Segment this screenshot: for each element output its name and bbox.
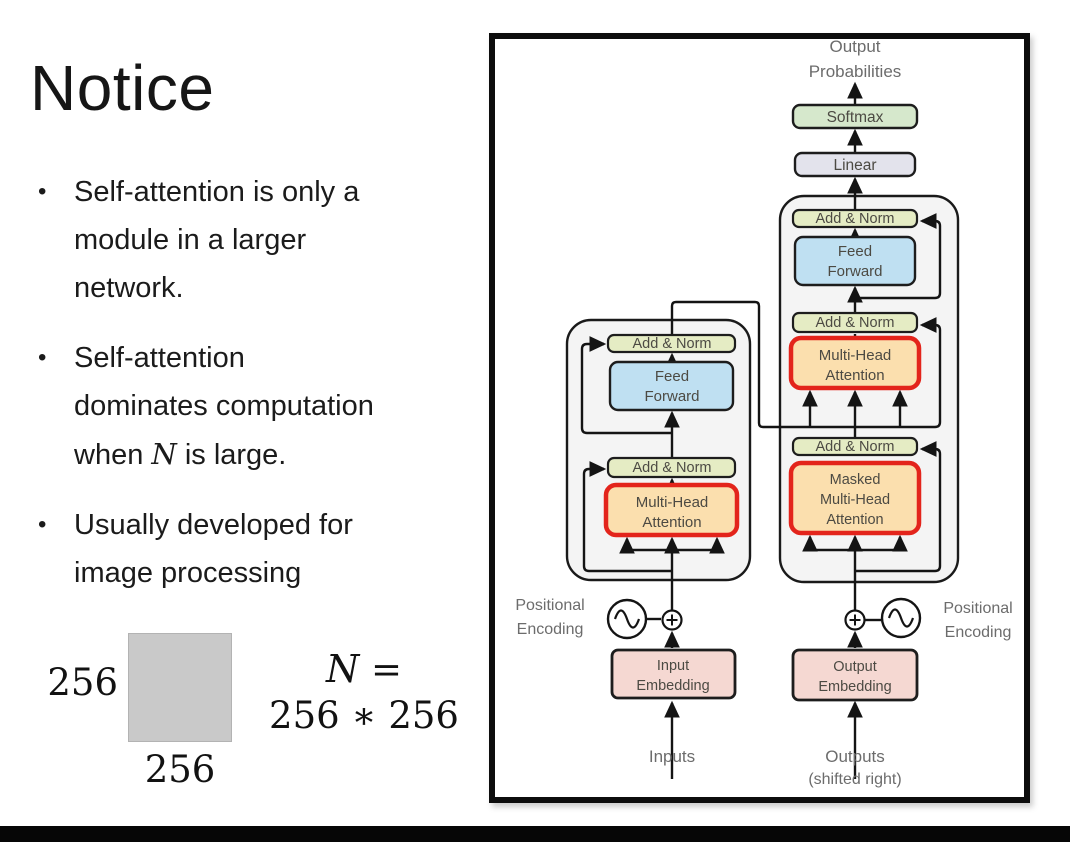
formula-line-1: N = (252, 646, 476, 693)
enc-residual-ff (580, 336, 672, 435)
dec-residual-cross (919, 317, 942, 429)
enc-addnorm-bottom-label: Add & Norm (633, 460, 712, 476)
bullet-text-1: Self-attention is only a module in a lar… (74, 168, 476, 312)
dec-addnorm-top-box (791, 208, 919, 229)
masked-attention-box (788, 460, 922, 536)
dec-positional-label-1: Positional (943, 600, 1012, 617)
enc-addnorm-bottom-box (606, 456, 737, 479)
dec-plus-icon (844, 609, 866, 631)
linear-box (793, 151, 917, 178)
flow-encoder-to-decoder (670, 300, 935, 429)
enc-feedforward-label-2: Forward (644, 388, 699, 405)
dec-residual-ff (855, 213, 942, 300)
dec-addnorm-bottom-box (791, 436, 919, 457)
dec-addnorm-mid-box (791, 311, 919, 334)
bullet-dot: • (38, 511, 47, 538)
enc-attention-box (603, 482, 740, 538)
bullet-2-line-1: Self-attention (74, 342, 245, 374)
bullet-2-line-2: dominates computation (74, 390, 374, 422)
softmax-label: Softmax (827, 109, 884, 126)
enc-positional-label-2: Encoding (517, 621, 584, 638)
output-embedding-label-2: Embedding (818, 679, 891, 695)
dec-feedforward-box (793, 235, 917, 287)
dec-feedforward-label-2: Forward (827, 263, 882, 280)
output-embedding-label-1: Output (833, 659, 877, 675)
output-probabilities-label-2: Probabilities (809, 62, 902, 81)
linear-label: Linear (833, 157, 876, 174)
bullet-2-line-3: when N is large. (74, 430, 476, 479)
formula-equals: = (359, 648, 402, 691)
input-embedding-label-1: Input (657, 658, 689, 674)
enc-sine-icon (606, 598, 648, 640)
dec-residual-masked (855, 441, 942, 573)
math-var-n: N (151, 437, 177, 471)
dec-positional-label-2: Encoding (945, 624, 1012, 641)
bullet-2-line-3-post: is large. (176, 439, 287, 471)
outputs-label-1: Outputs (825, 747, 885, 766)
bullet-item-3: • Usually developed for image processing (28, 501, 476, 597)
bullet-text-2: Self-attention dominates computation whe… (74, 334, 476, 479)
slide-title: Notice (30, 52, 215, 124)
enc-plus-icon (661, 609, 683, 631)
formula-rhs: 256 ∗ 256 (269, 694, 459, 737)
formula-var: N (325, 647, 360, 691)
bullet-item-2: • Self-attention dominates computation w… (28, 334, 476, 479)
bullet-1-line-2: module in a larger (74, 224, 307, 256)
n-formula: N = 256 ∗ 256 (252, 646, 476, 739)
cross-attention-label-1: Multi-Head (819, 347, 892, 364)
masked-attention-label-1: Masked (830, 472, 881, 488)
enc-addnorm-top-label: Add & Norm (633, 336, 712, 352)
bullet-1-line-1: Self-attention is only a (74, 176, 360, 208)
dec-feedforward-label-1: Feed (838, 243, 872, 260)
enc-residual-mha (582, 461, 672, 573)
output-probabilities-label-1: Output (829, 37, 880, 56)
masked-fan-left (802, 534, 855, 552)
outputs-label-2: (shifted right) (808, 771, 901, 788)
bullet-dot: • (38, 344, 47, 371)
dec-sine-icon (880, 597, 922, 639)
enc-addnorm-top-box (606, 333, 737, 354)
enc-attention-label-1: Multi-Head (636, 494, 709, 511)
masked-attention-label-3: Attention (826, 512, 883, 528)
bullet-dot: • (38, 178, 47, 205)
masked-attention-label-2: Multi-Head (820, 492, 890, 508)
matrix-square (128, 633, 232, 742)
cross-attention-label-2: Attention (825, 367, 884, 384)
softmax-box (791, 103, 919, 130)
masked-fan-right (855, 534, 908, 552)
square-left-label: 256 (47, 661, 118, 704)
bottom-black-bar (0, 826, 1070, 842)
square-bottom-label: 256 (144, 748, 216, 791)
encoder-container (565, 318, 752, 582)
cross-attention-box (788, 335, 922, 391)
enc-feedforward-box (608, 360, 735, 412)
enc-fan-left (619, 536, 672, 554)
transformer-diagram: Softmax Linear Add & Norm Feed Forward A… (489, 33, 1030, 803)
input-embedding-label-2: Embedding (636, 678, 709, 694)
bullet-1-line-3: network. (74, 272, 184, 304)
bullet-3-line-2: image processing (74, 557, 302, 589)
dec-addnorm-bottom-label: Add & Norm (816, 439, 895, 455)
enc-feedforward-label-1: Feed (655, 368, 689, 385)
dec-addnorm-top-label: Add & Norm (816, 211, 895, 227)
inputs-label: Inputs (649, 747, 695, 766)
dec-addnorm-mid-label: Add & Norm (816, 315, 895, 331)
bullet-item-1: • Self-attention is only a module in a l… (28, 168, 476, 312)
bullet-list: • Self-attention is only a module in a l… (28, 168, 476, 619)
input-embedding-box (610, 648, 737, 700)
enc-fan-right (672, 536, 725, 554)
bullet-text-3: Usually developed for image processing (74, 501, 476, 597)
output-embedding-box (791, 648, 919, 702)
enc-attention-label-2: Attention (642, 514, 701, 531)
enc-positional-label-1: Positional (515, 597, 584, 614)
bullet-2-line-3-pre: when (74, 439, 152, 471)
bullet-3-line-1: Usually developed for (74, 509, 353, 541)
